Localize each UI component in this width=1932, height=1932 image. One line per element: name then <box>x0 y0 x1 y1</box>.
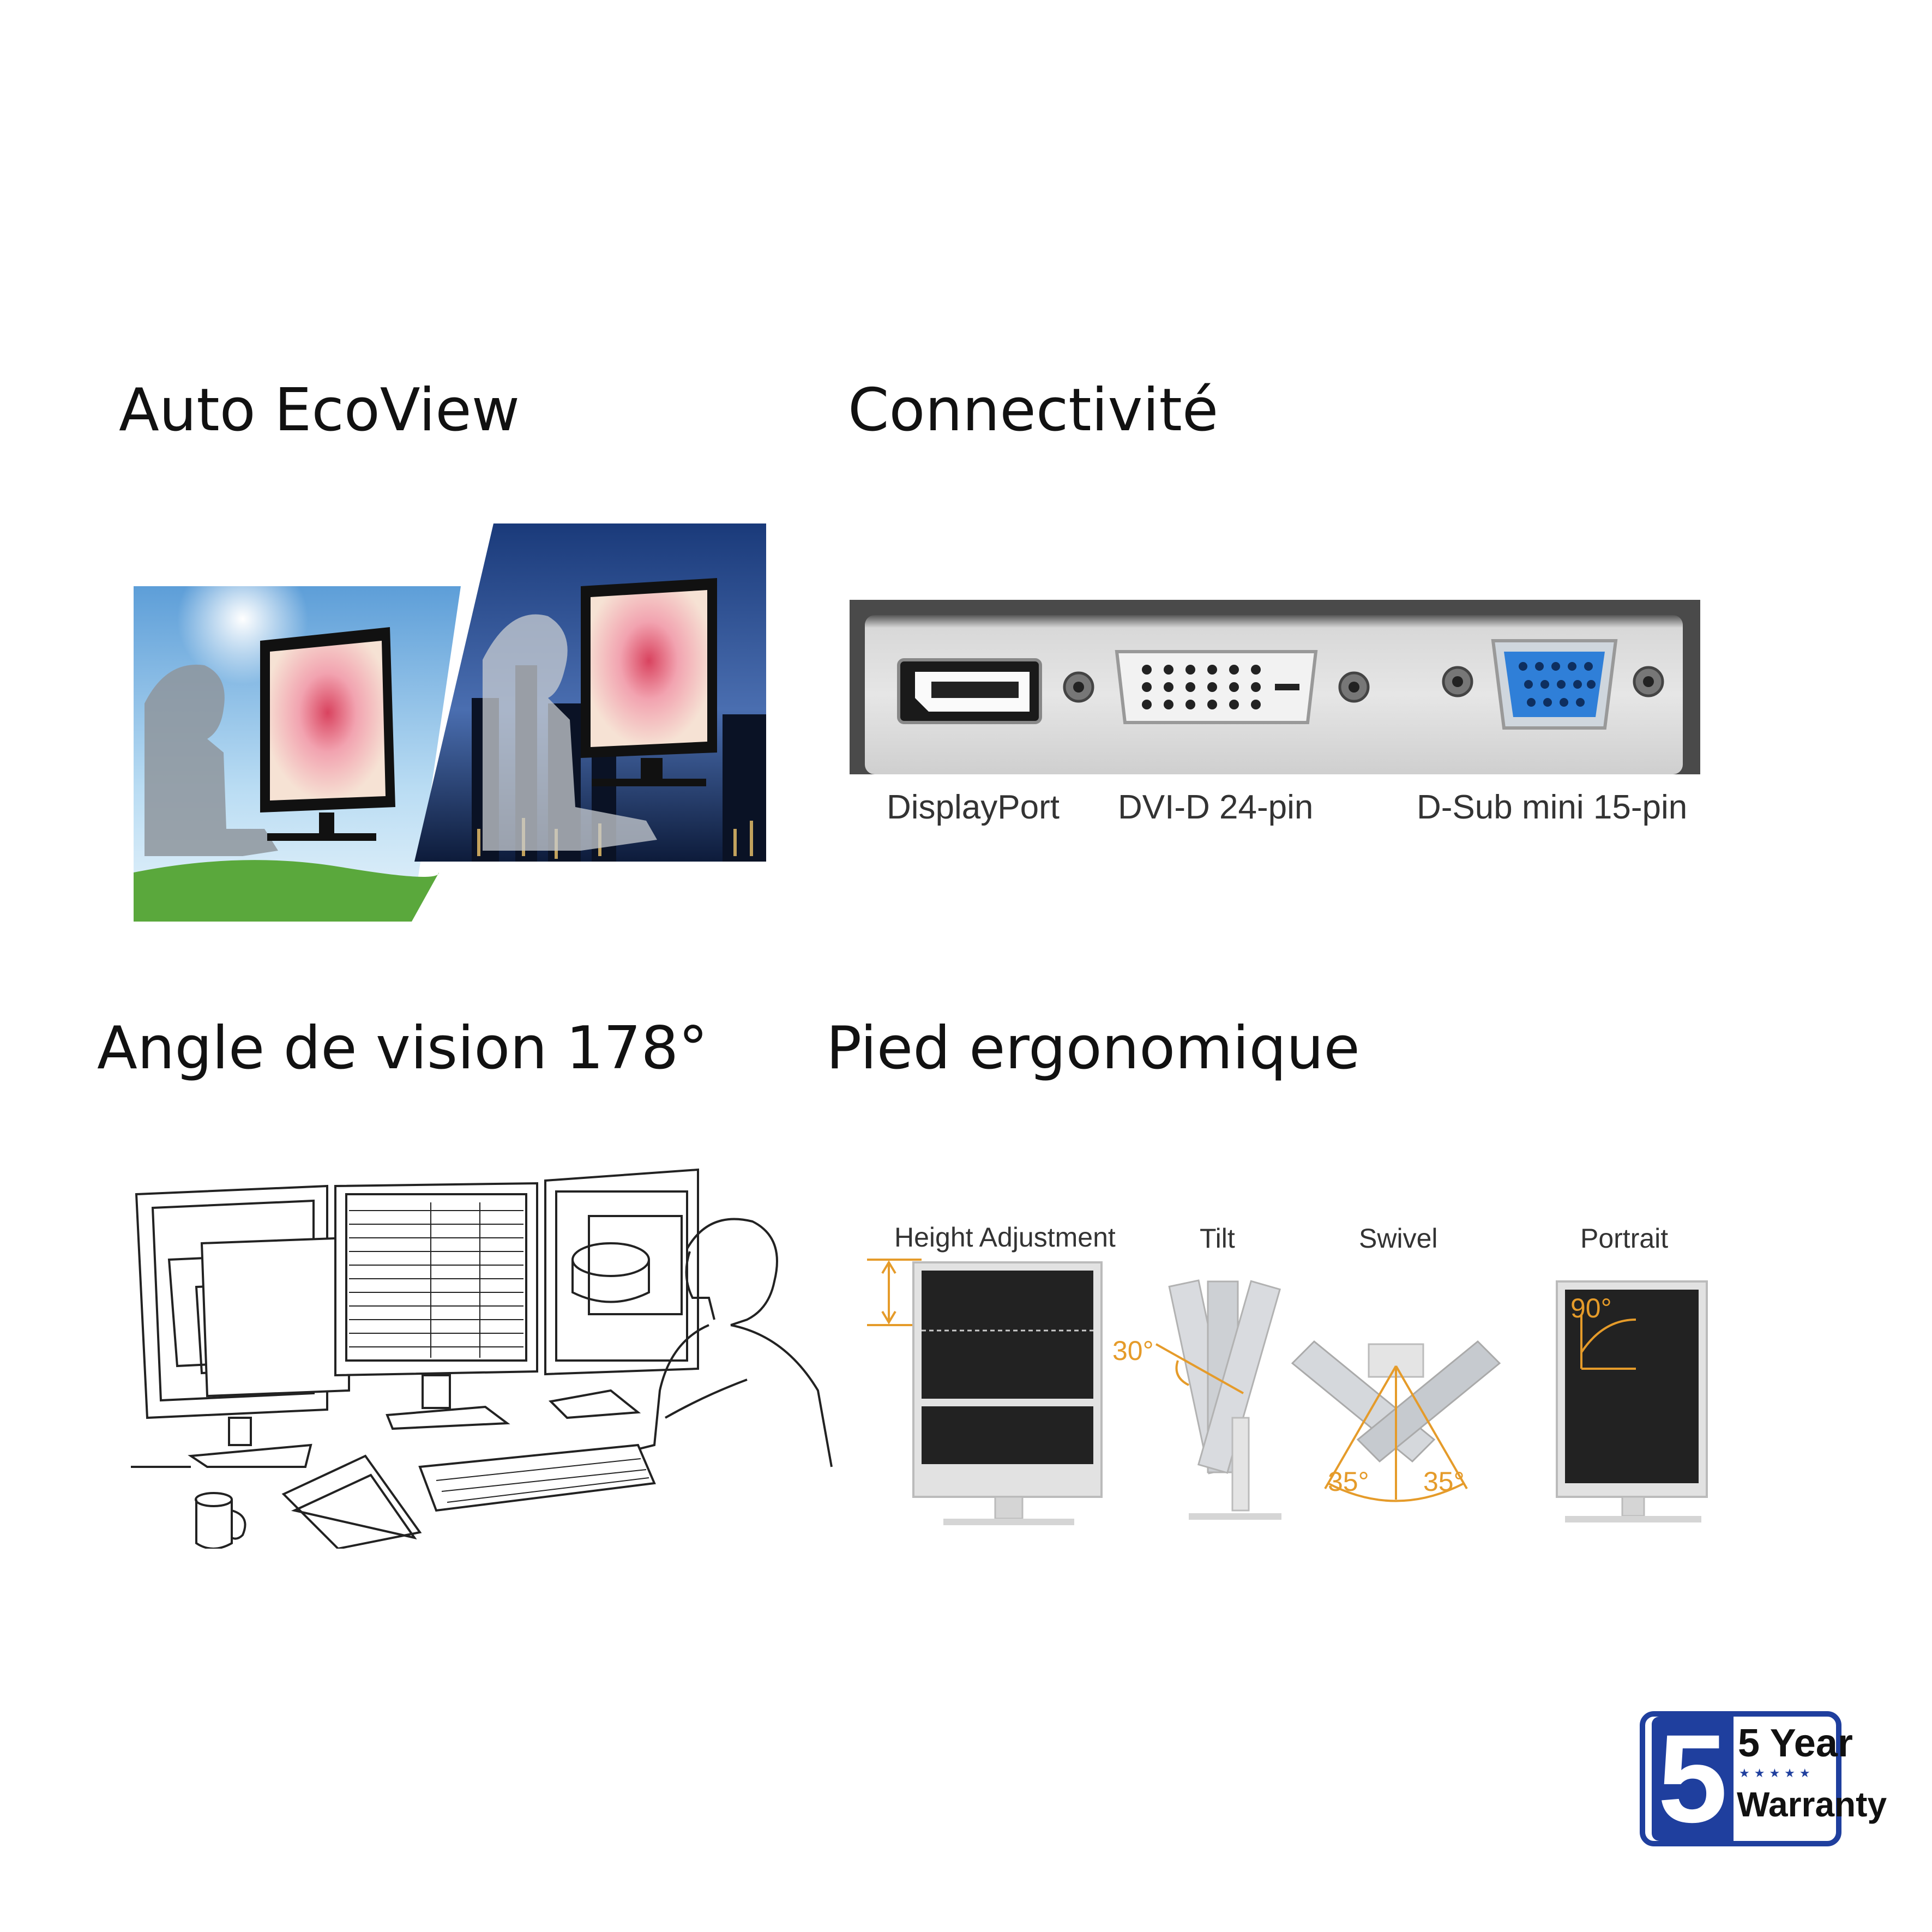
viewing-angle-title: Angle de vision 178° <box>97 1014 708 1082</box>
viewing-angle-illustration <box>131 1161 834 1550</box>
portrait-label: Portrait <box>1580 1223 1669 1254</box>
ergonomic-stand-illustration: Height Adjustment Tilt Swivel Portrait <box>862 1216 1712 1525</box>
displayport-label: DisplayPort <box>887 789 1060 826</box>
dvi-label: DVI-D 24-pin <box>1118 789 1314 826</box>
height-adjustment-label: Height Adjustment <box>894 1222 1116 1253</box>
auto-ecoview-title: Auto EcoView <box>119 376 520 444</box>
connectivity-title: Connectivité <box>848 376 1219 444</box>
auto-ecoview-illustration <box>134 523 766 922</box>
warranty-digit: 5 <box>1652 1716 1734 1841</box>
connectivity-illustration: DisplayPort DVI-D 24-pin D-Sub mini 15-p… <box>850 600 1700 840</box>
height-adjustment-diagram <box>867 1259 1103 1525</box>
tilt-label: Tilt <box>1200 1223 1235 1254</box>
swivel-label: Swivel <box>1359 1223 1438 1254</box>
dvi-connector <box>1063 650 1370 724</box>
swivel-right-angle-label: 35° <box>1423 1466 1465 1497</box>
portrait-angle-label: 90° <box>1570 1293 1612 1323</box>
warranty-years-text: 5 Year <box>1738 1722 1853 1765</box>
swivel-diagram <box>1291 1340 1501 1502</box>
tilt-angle-label: 30° <box>1112 1335 1154 1366</box>
tilt-diagram <box>1155 1279 1281 1520</box>
five-year-warranty-badge: 5 5 Year ★★★★★ Warranty <box>1640 1711 1887 1846</box>
portrait-diagram <box>1556 1280 1708 1522</box>
displayport-connector <box>897 658 1042 724</box>
swivel-left-angle-label: 35° <box>1328 1466 1369 1497</box>
ergonomic-stand-title: Pied ergonomique <box>826 1014 1360 1082</box>
dsub-label: D-Sub mini 15-pin <box>1417 789 1688 826</box>
vga-connector <box>1442 639 1664 730</box>
warranty-text: Warranty <box>1737 1785 1887 1824</box>
warranty-stars-icon: ★★★★★ <box>1739 1767 1815 1780</box>
